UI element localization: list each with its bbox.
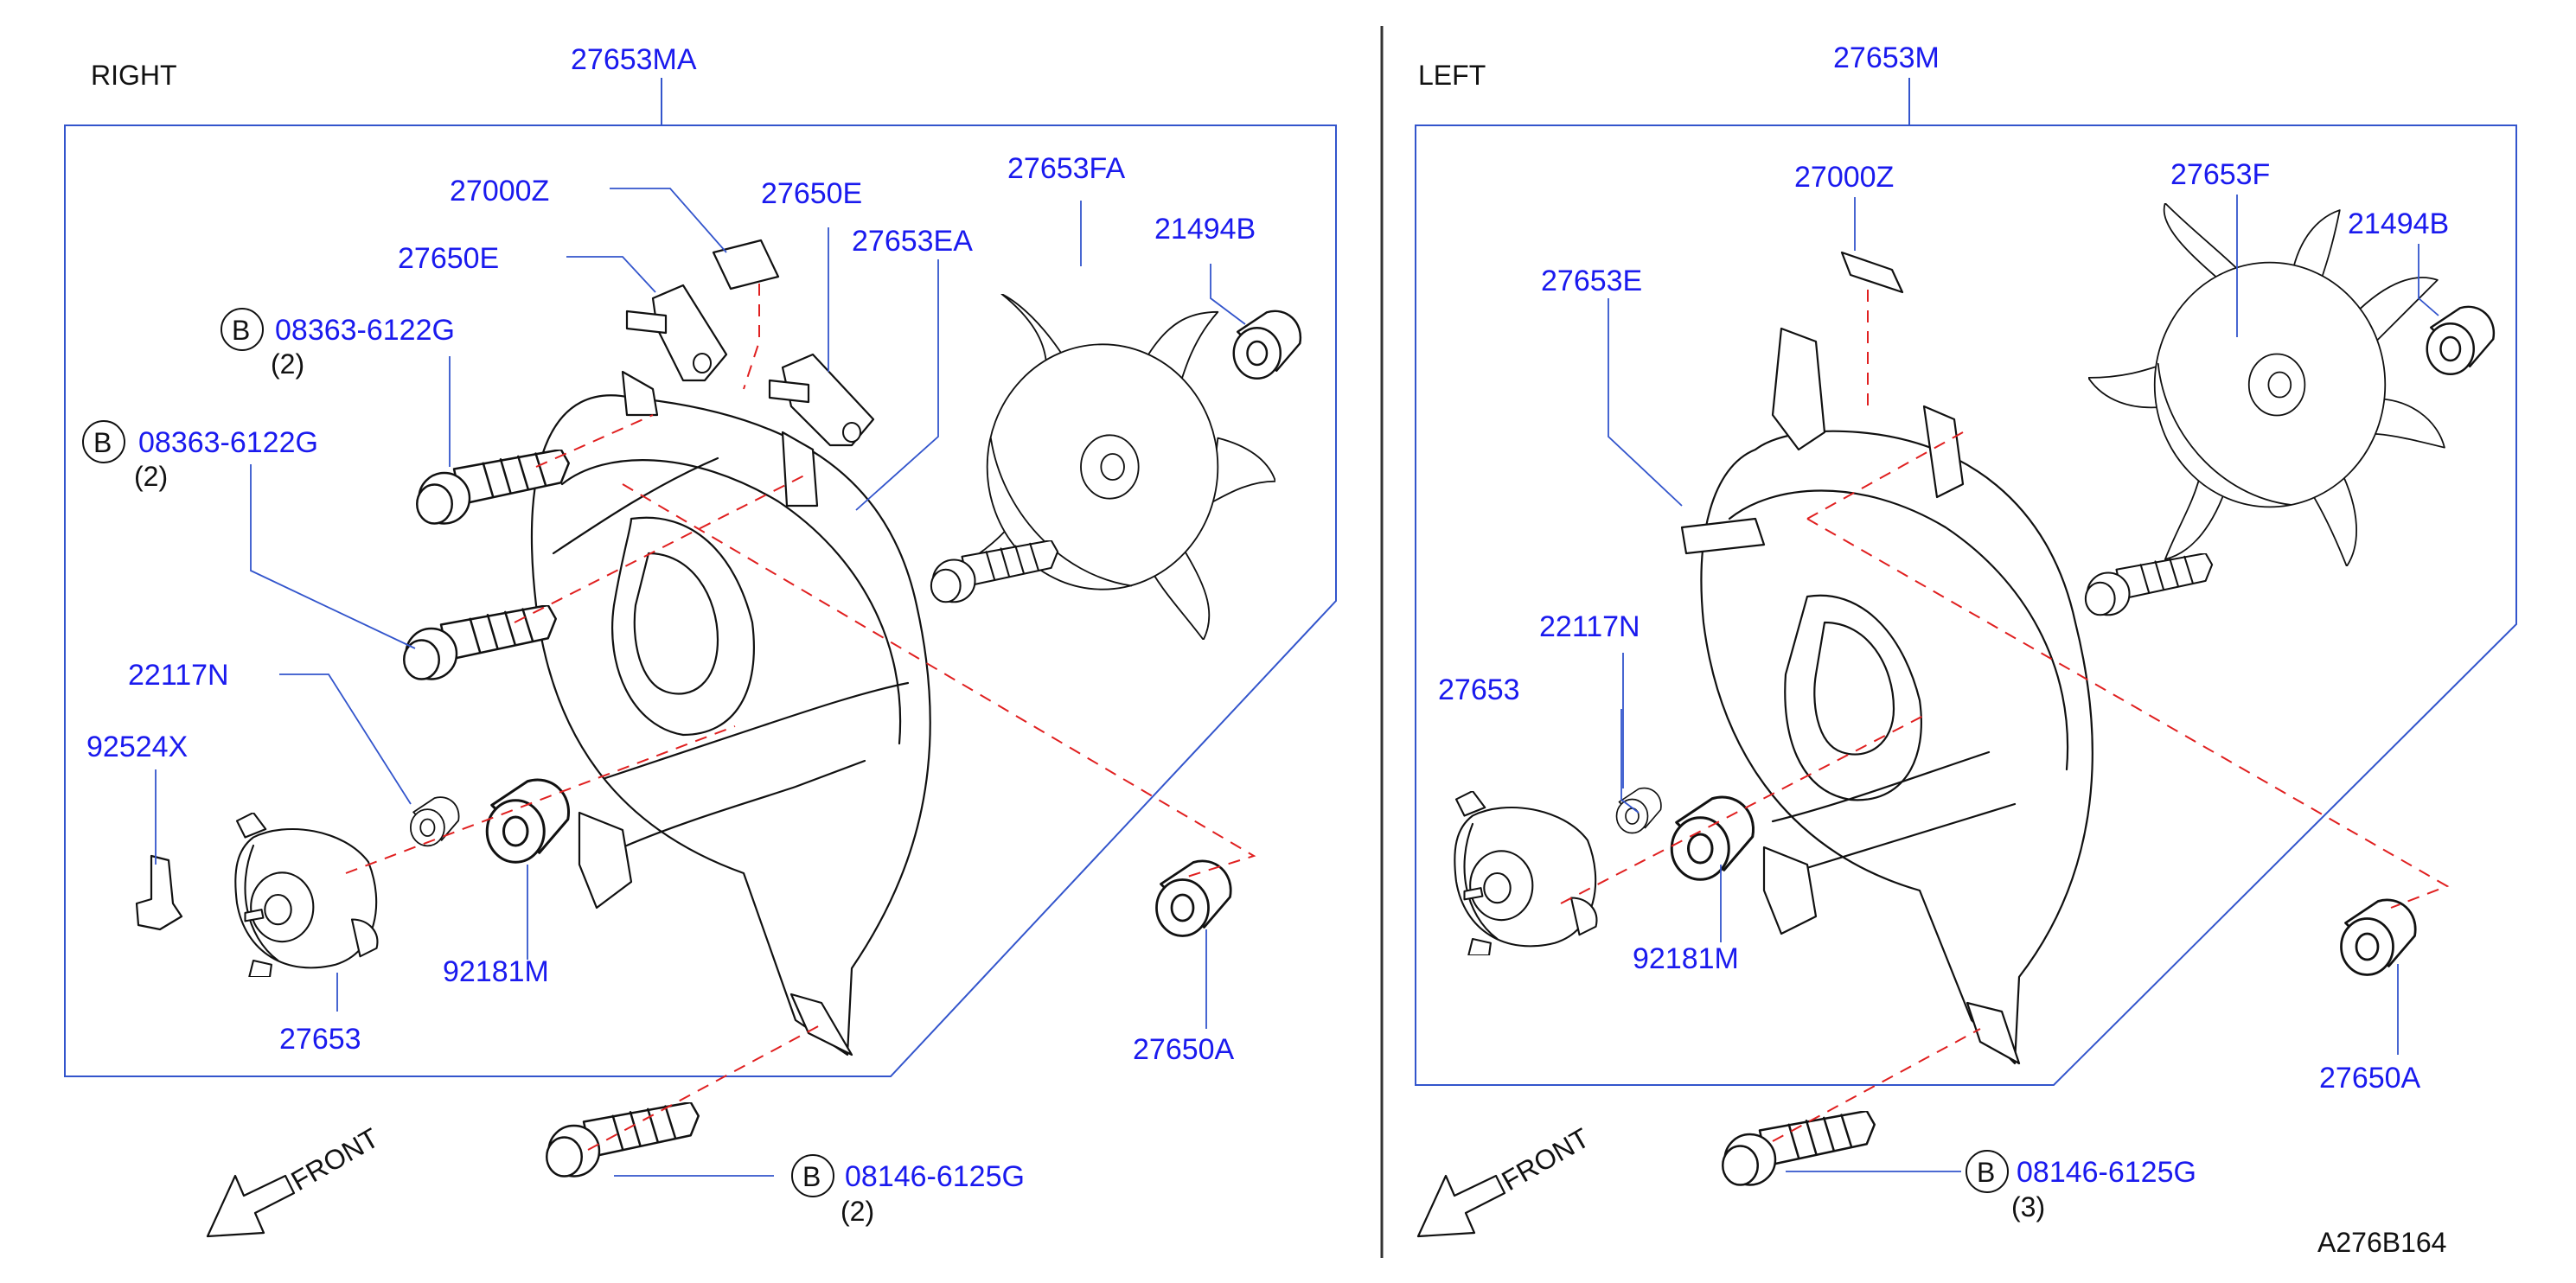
left-front-arrow: FRONT [1416,1122,1595,1238]
left-fan [2088,203,2445,566]
left-washer-22117n [1615,787,1662,834]
right-bolt2-badge-circle [82,420,125,463]
left-grommet-92181m [1670,795,1755,881]
left-label-21494b: 21494B [2348,207,2449,240]
right-label-21494b: 21494B [1154,213,1256,246]
right-label-27650e-b: 27650E [761,177,862,210]
left-assembly-frame [1415,78,2517,1086]
right-label-92524x: 92524X [86,731,188,763]
left-label-27653f: 27653F [2170,158,2270,191]
left-bolt-badge: B [1977,1157,1995,1188]
right-bolt3-part: 08146-6125G [845,1160,1025,1193]
right-label-27653fa: 27653FA [1007,152,1125,185]
left-label-tag [1840,251,1904,294]
right-clip-92524x [135,854,183,931]
left-fan-bolt [2084,553,2214,616]
right-bolt2-part: 08363-6122G [138,426,318,459]
right-bush-27650a [1155,859,1232,937]
right-label-27650a: 27650A [1133,1033,1235,1066]
right-panel: RIGHT 27653MA [64,43,1337,1238]
right-bolt1-badge: B [232,315,250,346]
left-label-27653: 27653 [1438,673,1520,706]
right-fan [943,294,1275,640]
left-bush-27650a [2340,898,2417,976]
left-bolt-bottom [1722,1111,1876,1186]
right-assembly-frame [64,78,1337,1077]
right-bolt1-qty: (2) [271,348,304,380]
right-label-27653ea: 27653EA [852,225,973,258]
left-leader-lines [1608,195,2439,1172]
left-label-22117n: 22117N [1539,610,1640,643]
left-bolt-qty: (3) [2011,1191,2045,1222]
right-bolt3-badge-circle [791,1154,834,1197]
right-bolt-middle [403,605,557,680]
right-label-22117n: 22117N [128,659,229,692]
right-bolt-bottom [546,1102,700,1178]
right-heading: RIGHT [91,60,177,91]
right-fan-shroud [530,370,931,1056]
left-label-27650a: 27650A [2319,1062,2421,1095]
right-leader-lines [155,188,1246,1177]
diagram-code: A276B164 [2317,1227,2446,1258]
left-label-27653e: 27653E [1541,265,1642,297]
left-alignment-lines [1560,290,2450,1142]
left-heading: LEFT [1418,60,1486,91]
left-bush-21494b [2426,305,2496,375]
left-bolt-badge-circle [1966,1150,2009,1193]
right-label-92181m: 92181M [443,955,549,988]
left-fan-motor [1454,791,1598,955]
left-label-92181m: 92181M [1633,942,1739,975]
right-label-tag [712,239,780,290]
right-label-27650e-a: 27650E [398,242,499,275]
left-bolt-part: 08146-6125G [2017,1156,2196,1189]
left-panel: LEFT 27653M [1415,41,2517,1238]
right-alignment-lines [345,284,1256,1151]
right-bolt1-part: 08363-6122G [275,314,455,347]
right-bolt2-qty: (2) [134,461,168,492]
right-label-27653: 27653 [279,1023,361,1056]
left-label-27000z: 27000Z [1794,161,1894,194]
left-fan-shroud [1680,327,2093,1065]
right-front-label: FRONT [286,1122,384,1197]
right-front-arrow: FRONT [206,1122,384,1238]
left-front-label: FRONT [1497,1122,1595,1197]
right-bolt3-badge: B [802,1161,821,1192]
right-bush-21494b [1232,310,1302,380]
left-assembly-label: 27653M [1833,41,1940,74]
right-label-27000z: 27000Z [450,175,549,207]
right-washer-22117n [409,796,460,847]
right-fan-motor [234,813,379,977]
right-grommet-92181m [485,778,571,864]
right-bolt2-badge: B [93,427,112,458]
right-assembly-label: 27653MA [571,43,697,76]
right-bolt1-badge-circle [221,308,264,351]
right-bolt3-qty: (2) [841,1196,874,1227]
